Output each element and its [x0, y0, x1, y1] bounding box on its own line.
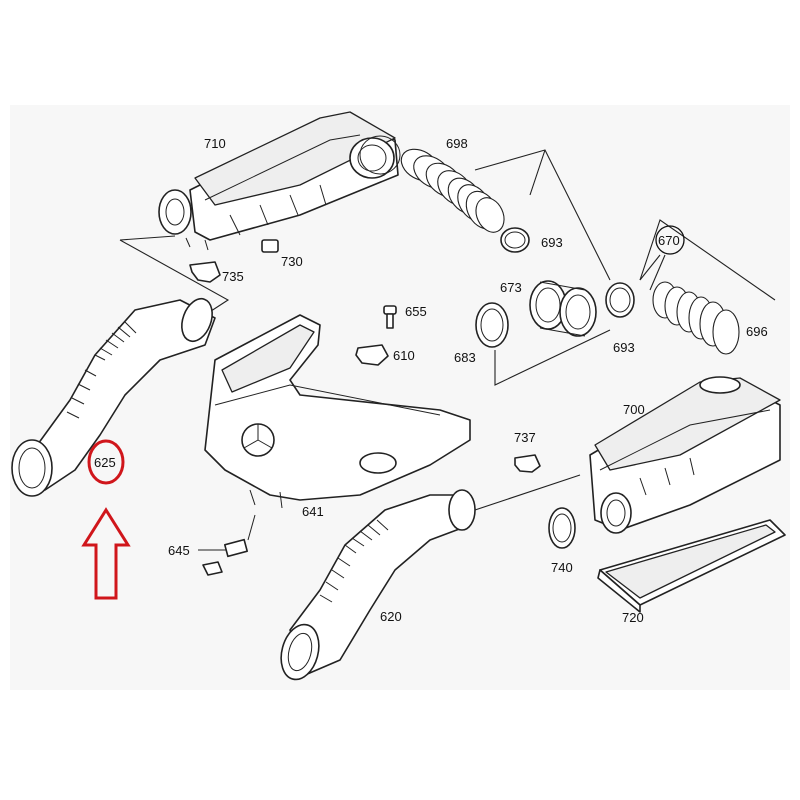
leader-line — [649, 254, 666, 291]
part-label-730: 730 — [281, 254, 303, 269]
part-label-693: 693 — [541, 235, 563, 250]
corrugated-hose-698 — [400, 148, 505, 233]
leader-line — [494, 329, 611, 386]
part-label-720: 720 — [622, 610, 644, 625]
screw-655 — [383, 305, 397, 329]
part-label-700: 700 — [623, 402, 645, 417]
part-label-696: 696 — [746, 324, 768, 339]
part-label-670: 670 — [658, 233, 680, 248]
leader-line — [639, 219, 776, 301]
clamp-693a-inner — [504, 231, 526, 249]
part-label-645: 645 — [168, 543, 190, 558]
intake-pipe-625 — [11, 297, 216, 497]
air-filter-housing-upper — [158, 111, 401, 251]
leader-line — [119, 235, 176, 241]
intake-pipe-620 — [280, 489, 476, 681]
clip-730 — [261, 239, 279, 253]
mass-airflow-sensor-673 — [529, 280, 597, 337]
highlight-circle — [87, 439, 125, 485]
bolt-645 — [202, 514, 256, 576]
leader-line — [639, 254, 661, 281]
part-label-610: 610 — [393, 348, 415, 363]
highlight-arrow-icon — [81, 507, 131, 600]
corrugated-hose-696 — [652, 281, 740, 355]
air-filter-housing-lower — [589, 376, 781, 534]
clamp-740-inner — [552, 513, 572, 543]
part-label-641: 641 — [302, 504, 324, 519]
leader-line — [529, 149, 546, 196]
clip-737 — [514, 454, 541, 473]
part-label-620: 620 — [380, 609, 402, 624]
clip-610 — [355, 344, 389, 366]
part-label-683: 683 — [454, 350, 476, 365]
leader-line — [119, 239, 230, 314]
clamp-683-inner — [480, 308, 504, 342]
part-label-737: 737 — [514, 430, 536, 445]
part-label-655: 655 — [405, 304, 427, 319]
group-marker-circle — [655, 225, 685, 255]
clip-735 — [189, 261, 221, 283]
leader-line — [474, 474, 581, 511]
part-label-625: 625 — [94, 455, 116, 470]
part-label-698: 698 — [446, 136, 468, 151]
engine-cover-641 — [204, 314, 471, 509]
part-label-710: 710 — [204, 136, 226, 151]
clamp-693b-inner — [609, 287, 631, 313]
part-label-693: 693 — [613, 340, 635, 355]
part-label-740: 740 — [551, 560, 573, 575]
part-label-735: 735 — [222, 269, 244, 284]
part-label-673: 673 — [500, 280, 522, 295]
air-filter-element-720 — [597, 519, 786, 613]
